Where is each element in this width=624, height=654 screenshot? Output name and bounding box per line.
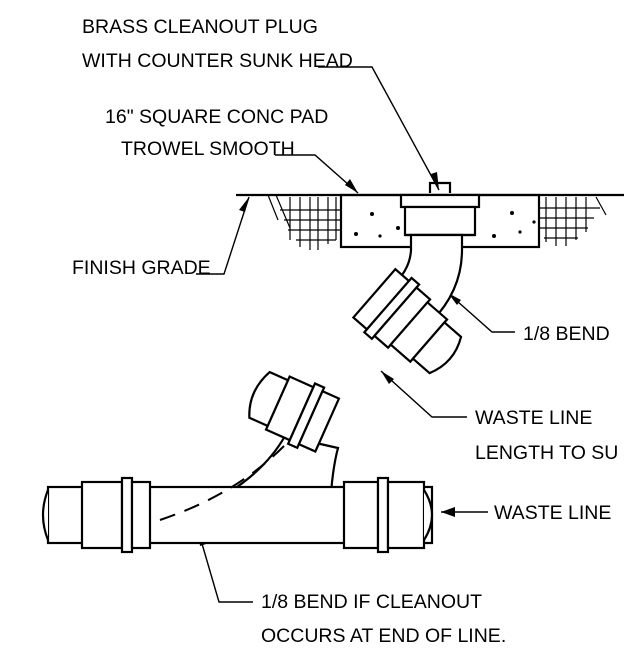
earth-hatch-right [540, 196, 607, 246]
label-finish-grade: FINISH GRADE [72, 257, 211, 279]
label-plug-line2: WITH COUNTER SUNK HEAD [82, 50, 353, 72]
earth-hatch-left [267, 194, 340, 250]
label-waste-line-upper-2: LENGTH TO SU [475, 442, 618, 464]
leader-waste-upper [380, 370, 467, 418]
leader-plug [318, 66, 440, 191]
label-waste-line-right: WASTE LINE [494, 502, 611, 524]
label-bend-lower-2: OCCURS AT END OF LINE. [261, 625, 506, 647]
label-bend-lower-1: 1/8 BEND IF CLEANOUT [261, 591, 482, 613]
label-pad-line2: TROWEL SMOOTH [121, 138, 295, 160]
cleanout-hub [403, 205, 477, 237]
cleanout-plug [428, 181, 452, 193]
left-pipe-coupling [80, 476, 152, 554]
label-bend-upper: 1/8 BEND [523, 323, 610, 345]
label-pad-line1: 16" SQUARE CONC PAD [105, 106, 328, 128]
leader-waste-right [441, 507, 488, 517]
label-plug-line1: BRASS CLEANOUT PLUG [82, 16, 318, 38]
leader-bend-upper [447, 292, 515, 333]
right-pipe-coupling [342, 476, 426, 554]
pipe-break-right [423, 489, 434, 541]
label-waste-line-upper-1: WASTE LINE [475, 407, 592, 429]
pipe-break-left [41, 489, 50, 541]
leader-pad [275, 154, 359, 194]
concrete-aggregate [354, 211, 536, 238]
cleanout-collar [399, 193, 481, 209]
lower-wye-coupling [248, 370, 341, 453]
upper-bend-coupling [351, 267, 463, 375]
leader-finish-grade [196, 196, 250, 275]
